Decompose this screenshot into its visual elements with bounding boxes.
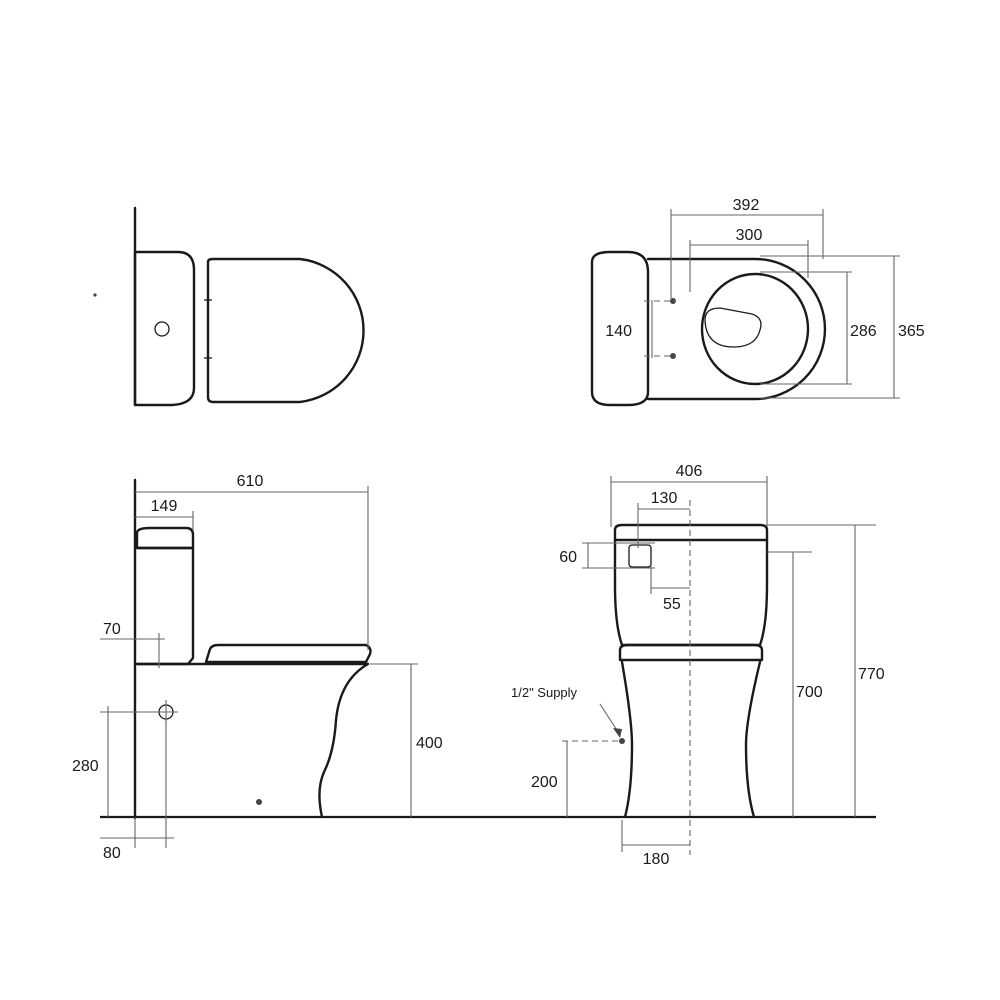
pan-right-front xyxy=(744,660,762,819)
supply-point-front xyxy=(619,738,625,744)
dim-400: 400 xyxy=(416,735,443,752)
dim-365: 365 xyxy=(898,323,925,340)
dim-406: 406 xyxy=(676,463,703,480)
dim-280: 280 xyxy=(72,758,99,775)
dim-700: 700 xyxy=(796,684,823,701)
bowl-outlet-plan xyxy=(704,307,762,348)
dim-300: 300 xyxy=(736,227,763,244)
dim-149: 149 xyxy=(151,498,178,515)
dim-80: 80 xyxy=(103,845,121,862)
dim-610: 610 xyxy=(237,473,264,490)
flush-button-front xyxy=(628,544,652,568)
supply-arrow xyxy=(613,728,622,738)
cistern-top xyxy=(133,250,196,407)
cistern-body-side xyxy=(135,546,195,666)
dim-140: 140 xyxy=(605,323,632,340)
pan-left-front xyxy=(620,660,634,819)
pan-body-side xyxy=(135,662,370,819)
cistern-lid-side xyxy=(135,526,195,550)
seat-side xyxy=(204,643,372,664)
fixing-screw-side xyxy=(256,799,262,805)
dim-60: 60 xyxy=(559,549,577,566)
supply-label: 1/2" Supply xyxy=(511,685,578,700)
dim-55: 55 xyxy=(663,596,681,613)
cistern-lid-front xyxy=(613,523,769,542)
cistern-body-front xyxy=(613,538,769,647)
dim-130: 130 xyxy=(651,490,678,507)
fixing-hole-lower xyxy=(670,353,676,359)
seat-front xyxy=(618,643,764,662)
pan-outline-plan xyxy=(646,257,827,401)
dim-392: 392 xyxy=(733,197,760,214)
seat-lid-top xyxy=(206,257,365,404)
dim-286: 286 xyxy=(850,323,877,340)
side-view: 610 149 70 280 80 400 xyxy=(72,473,623,862)
stray-mark xyxy=(93,293,97,297)
flush-button-top xyxy=(154,321,170,337)
bowl-rim-plan xyxy=(700,272,810,386)
dim-70: 70 xyxy=(103,621,121,638)
front-view: 406 130 60 55 1/2" Supply 200 180 700 77… xyxy=(511,463,885,868)
plan-view: 392 300 140 286 365 xyxy=(590,197,925,407)
dim-180: 180 xyxy=(643,851,670,868)
cistern-plan xyxy=(590,250,650,407)
dim-770: 770 xyxy=(858,666,885,683)
dim-200: 200 xyxy=(531,774,558,791)
top-view-wall xyxy=(93,206,365,407)
